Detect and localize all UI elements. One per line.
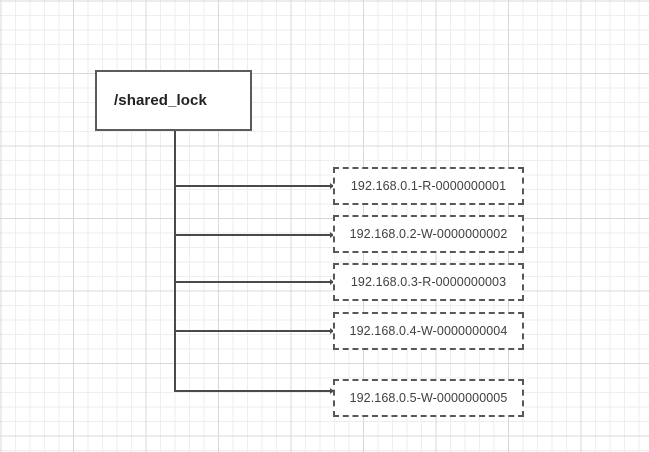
connector-trunk [174,130,176,392]
child-node-label: 192.168.0.3-R-0000000003 [350,275,507,289]
child-node-label: 192.168.0.1-R-0000000001 [350,179,507,193]
connector-branch-5 [174,388,334,394]
arrow-head-icon [330,279,334,285]
connector-branch-1 [174,183,334,189]
child-node-label: 192.168.0.5-W-0000000005 [349,391,508,405]
root-node-label: /shared_lock [114,92,207,109]
arrow-head-icon [330,232,334,238]
arrow-head-icon [330,328,334,334]
child-node-4[interactable]: 192.168.0.4-W-0000000004 [333,312,524,350]
connector-branch-3 [174,279,334,285]
child-node-3[interactable]: 192.168.0.3-R-0000000003 [333,263,524,301]
child-node-2[interactable]: 192.168.0.2-W-0000000002 [333,215,524,253]
arrow-head-icon [330,388,334,394]
child-node-label: 192.168.0.4-W-0000000004 [349,324,508,338]
connector-branch-2 [174,232,334,238]
child-node-5[interactable]: 192.168.0.5-W-0000000005 [333,379,524,417]
root-node-shared-lock[interactable]: /shared_lock [95,70,252,131]
arrow-head-icon [330,183,334,189]
child-node-label: 192.168.0.2-W-0000000002 [349,227,508,241]
child-node-1[interactable]: 192.168.0.1-R-0000000001 [333,167,524,205]
connector-branch-4 [174,328,334,334]
